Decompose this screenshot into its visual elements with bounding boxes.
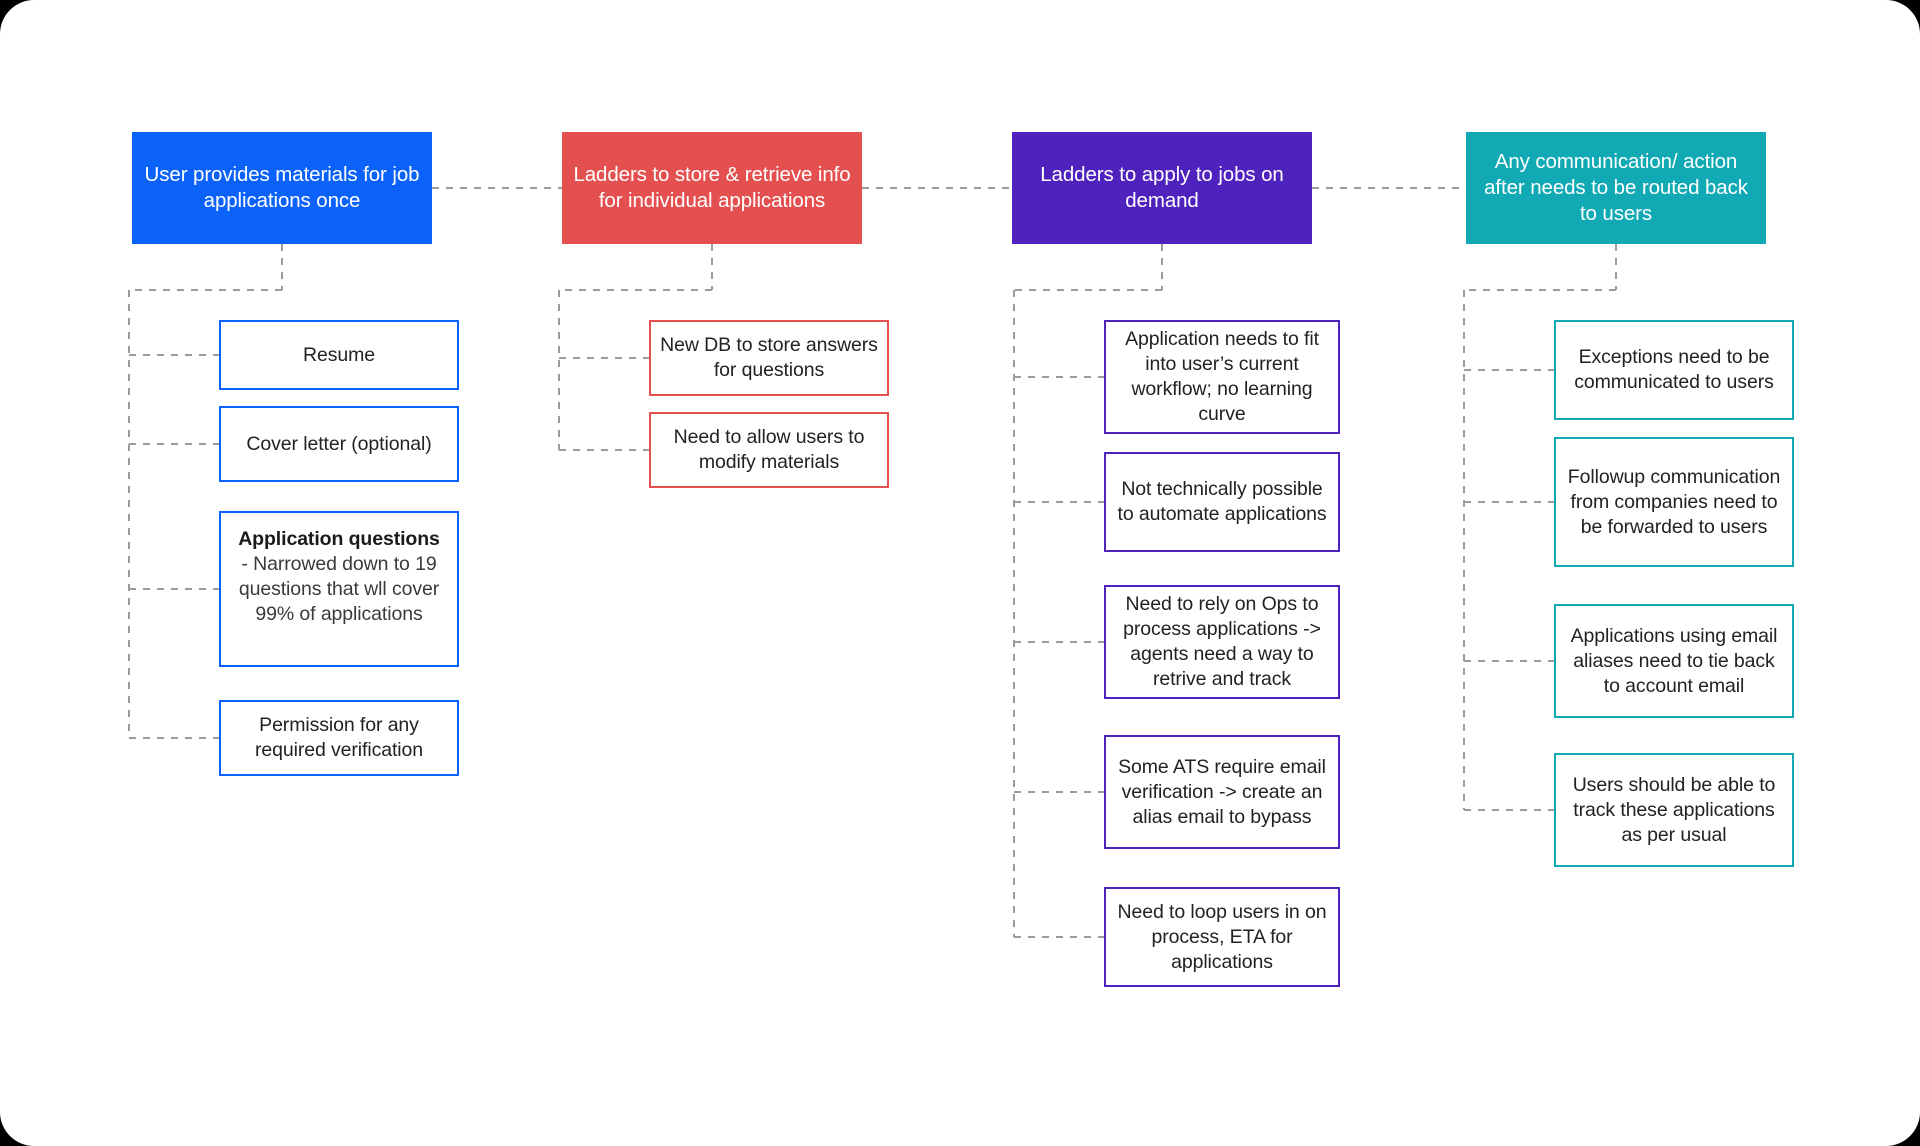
- item-detail: - Narrowed down to 19 questions that wll…: [238, 553, 440, 625]
- item-label: Followup communication from companies ne…: [1567, 465, 1781, 538]
- item-label: Some ATS require email verification -> c…: [1118, 755, 1326, 828]
- stage-1-item-1[interactable]: Resume: [219, 320, 459, 390]
- item-label: Need to rely on Ops to process applicati…: [1123, 593, 1321, 690]
- stage-3-item-1[interactable]: Application needs to fit into user’s cur…: [1104, 320, 1340, 434]
- stage-header-label: Ladders to store & retrieve info for ind…: [573, 163, 851, 212]
- stage-4-item-1[interactable]: Exceptions need to be communicated to us…: [1554, 320, 1794, 420]
- stage-4-item-2[interactable]: Followup communication from companies ne…: [1554, 437, 1794, 567]
- stage-header-1[interactable]: User provides materials for job applicat…: [132, 132, 432, 244]
- stage-2-item-2[interactable]: Need to allow users to modify materials: [649, 412, 889, 488]
- item-label: Users should be able to track these appl…: [1572, 773, 1776, 846]
- stage-1-item-2[interactable]: Cover letter (optional): [219, 406, 459, 482]
- item-label: Cover letter (optional): [246, 432, 432, 455]
- item-label: Permission for any required verification: [254, 714, 424, 761]
- stage-1-item-4[interactable]: Permission for any required verification: [219, 700, 459, 776]
- item-label: Not technically possible to automate app…: [1117, 478, 1327, 525]
- item-label: Exceptions need to be communicated to us…: [1574, 346, 1774, 393]
- stage-2-item-1[interactable]: New DB to store answers for questions: [649, 320, 889, 396]
- item-label: Resume: [302, 343, 375, 366]
- stage-header-2[interactable]: Ladders to store & retrieve info for ind…: [562, 132, 862, 244]
- stage-3-item-2[interactable]: Not technically possible to automate app…: [1104, 452, 1340, 552]
- stage-header-3[interactable]: Ladders to apply to jobs on demand: [1012, 132, 1312, 244]
- item-title: Application questions: [238, 528, 440, 550]
- stage-4-item-4[interactable]: Users should be able to track these appl…: [1554, 753, 1794, 867]
- stage-4-item-3[interactable]: Applications using email aliases need to…: [1554, 604, 1794, 718]
- stage-3-item-4[interactable]: Some ATS require email verification -> c…: [1104, 735, 1340, 849]
- item-label: Need to allow users to modify materials: [673, 426, 865, 473]
- stage-header-label: User provides materials for job applicat…: [144, 163, 420, 212]
- item-label: Need to loop users in on process, ETA fo…: [1117, 900, 1327, 973]
- item-label: Application needs to fit into user’s cur…: [1125, 328, 1319, 425]
- stage-1-item-3[interactable]: Application questions - Narrowed down to …: [219, 511, 459, 667]
- stage-header-label: Any communication/ action after needs to…: [1484, 150, 1748, 225]
- item-label: Applications using email aliases need to…: [1570, 624, 1778, 697]
- stage-3-item-5[interactable]: Need to loop users in on process, ETA fo…: [1104, 887, 1340, 987]
- item-label: New DB to store answers for questions: [660, 334, 878, 381]
- stage-header-4[interactable]: Any communication/ action after needs to…: [1466, 132, 1766, 244]
- stage-3-item-3[interactable]: Need to rely on Ops to process applicati…: [1104, 585, 1340, 699]
- stage-header-label: Ladders to apply to jobs on demand: [1040, 163, 1284, 212]
